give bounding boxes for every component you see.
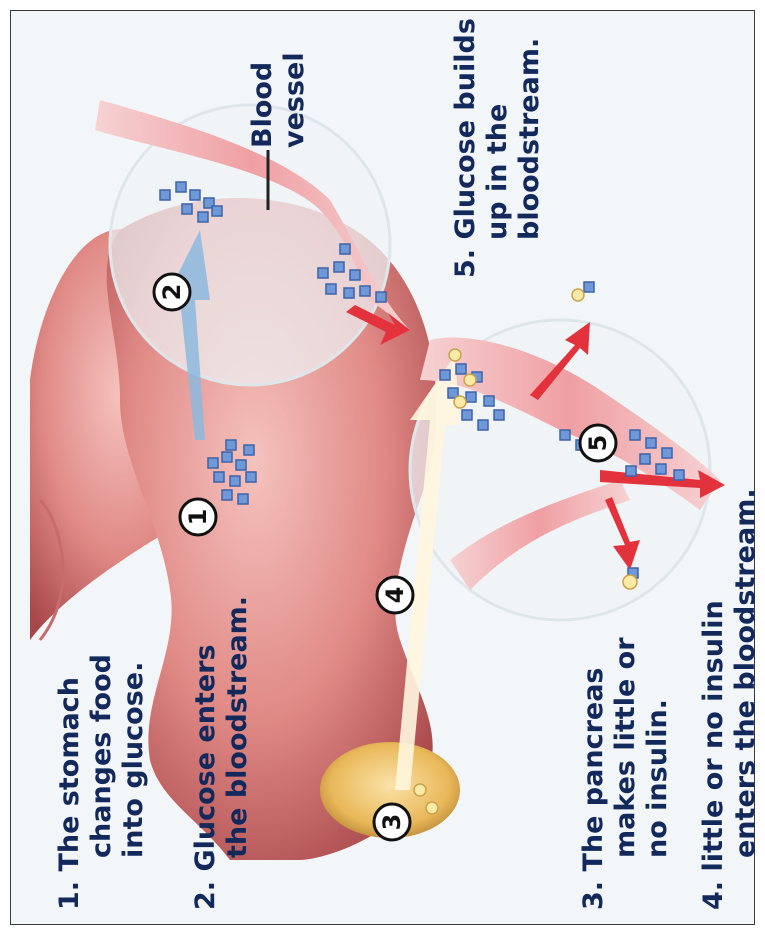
caption-step-4: 4. little or no insulin enters the blood… xyxy=(698,488,761,910)
step-3-line3: no insulin. xyxy=(642,699,673,858)
marker-2-label: 2 xyxy=(158,284,186,301)
marker-2: 2 xyxy=(154,274,190,310)
blood-vessel-label-line2: vessel xyxy=(279,52,310,148)
step-5-line2: up in the xyxy=(482,104,513,240)
caption-step-5: 5. Glucose builds up in the bloodstream. xyxy=(450,18,545,278)
caption-step-1: 1. 1. The stomach changes food into gluc… xyxy=(54,654,149,924)
step-3-line1: 3. The pancreas xyxy=(578,668,609,911)
marker-4: 4 xyxy=(377,577,413,613)
caption-step-3: 3. The pancreas makes little or no insul… xyxy=(578,637,673,910)
marker-3-label: 3 xyxy=(378,814,406,831)
step-4-line2: enters the bloodstream. xyxy=(730,488,761,858)
step-5-num: 5. xyxy=(450,249,481,278)
marker-5: 5 xyxy=(580,425,616,461)
step-3-text1: The pancreas xyxy=(578,668,609,872)
step-5-line3: bloodstream. xyxy=(514,38,545,240)
blood-vessel-label-line1: Blood xyxy=(247,62,278,148)
step-1-line1: 1. The stomach xyxy=(54,677,85,910)
marker-1: 1 xyxy=(180,499,216,535)
step-2-line1: 2. Glucose enters xyxy=(190,644,221,910)
step-5-line1: 5. Glucose builds xyxy=(450,18,481,278)
marker-3: 3 xyxy=(374,804,410,840)
step-2-text1: Glucose enters xyxy=(190,644,221,871)
step-5-text1: Glucose builds xyxy=(450,18,481,239)
step-1-line2: changes food xyxy=(86,654,117,858)
marker-1-label: 1 xyxy=(184,509,212,526)
step-1-text1: The stomach xyxy=(54,677,85,871)
step-4-num: 4. xyxy=(698,881,729,910)
step-2-line2: the bloodstream. xyxy=(222,596,253,858)
step-1-line3: into glucose. xyxy=(118,662,149,858)
marker-4-label: 4 xyxy=(381,587,409,604)
step-3-num: 3. xyxy=(578,881,609,910)
step-4-text1: little or no insulin xyxy=(698,600,729,871)
step-4-line1: 4. little or no insulin xyxy=(698,600,729,910)
step-2-num: 2. xyxy=(190,881,221,910)
marker-5-label: 5 xyxy=(584,435,612,452)
step-3-line2: makes little or xyxy=(610,637,641,858)
step-1-num: 1. xyxy=(54,881,85,910)
